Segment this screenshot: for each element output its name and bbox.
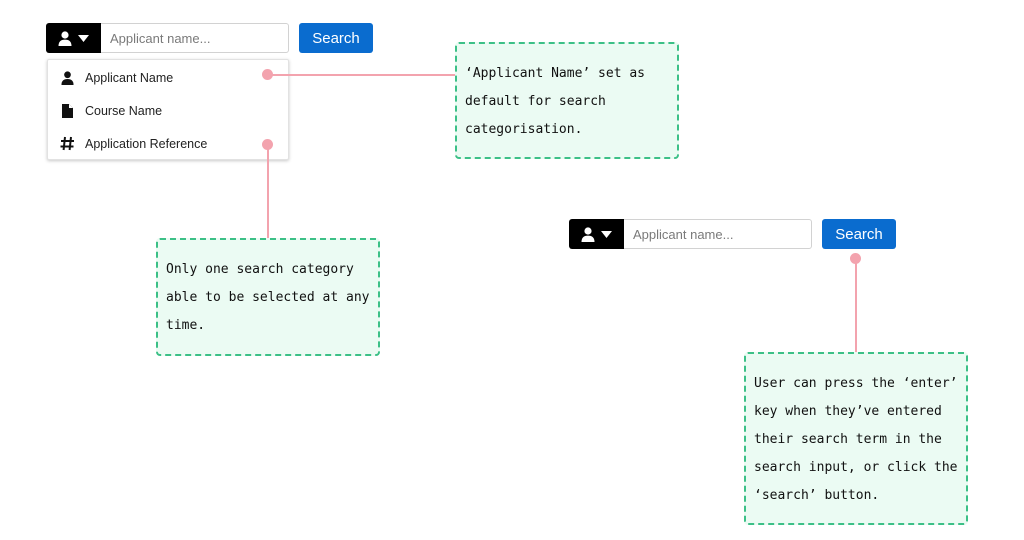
dropdown-item-label: Course Name (85, 103, 163, 118)
connector-line (855, 259, 857, 352)
user-icon (59, 70, 75, 86)
dropdown-item-applicant-name[interactable]: Applicant Name (48, 61, 288, 94)
connector-line (268, 74, 456, 76)
annotation-default-category: ‘Applicant Name’ set as default for sear… (455, 42, 679, 159)
connector-dot (262, 69, 273, 80)
user-icon (581, 226, 595, 242)
search-bar-open: Search (46, 23, 373, 53)
search-button[interactable]: Search (299, 23, 373, 53)
search-bar-closed: Search (569, 219, 896, 249)
search-button[interactable]: Search (822, 219, 896, 249)
annotation-single-category: Only one search category able to be sele… (156, 238, 380, 356)
connector-dot (850, 253, 861, 264)
connector-line (267, 145, 269, 238)
category-dropdown-button[interactable] (46, 23, 101, 53)
document-icon (59, 103, 75, 119)
dropdown-item-label: Applicant Name (85, 70, 174, 85)
hash-icon (59, 136, 75, 152)
user-icon (58, 30, 72, 46)
dropdown-item-label: Application Reference (85, 136, 208, 151)
search-input[interactable] (101, 23, 289, 53)
category-dropdown-button[interactable] (569, 219, 624, 249)
search-input[interactable] (624, 219, 812, 249)
connector-dot (262, 139, 273, 150)
caret-down-icon (78, 34, 89, 42)
caret-down-icon (601, 230, 612, 238)
dropdown-item-application-reference[interactable]: Application Reference (48, 127, 288, 160)
annotation-enter-or-click: User can press the ‘enter’ key when they… (744, 352, 968, 525)
dropdown-item-course-name[interactable]: Course Name (48, 94, 288, 127)
category-dropdown-menu: Applicant Name Course Name Application R… (47, 59, 289, 160)
